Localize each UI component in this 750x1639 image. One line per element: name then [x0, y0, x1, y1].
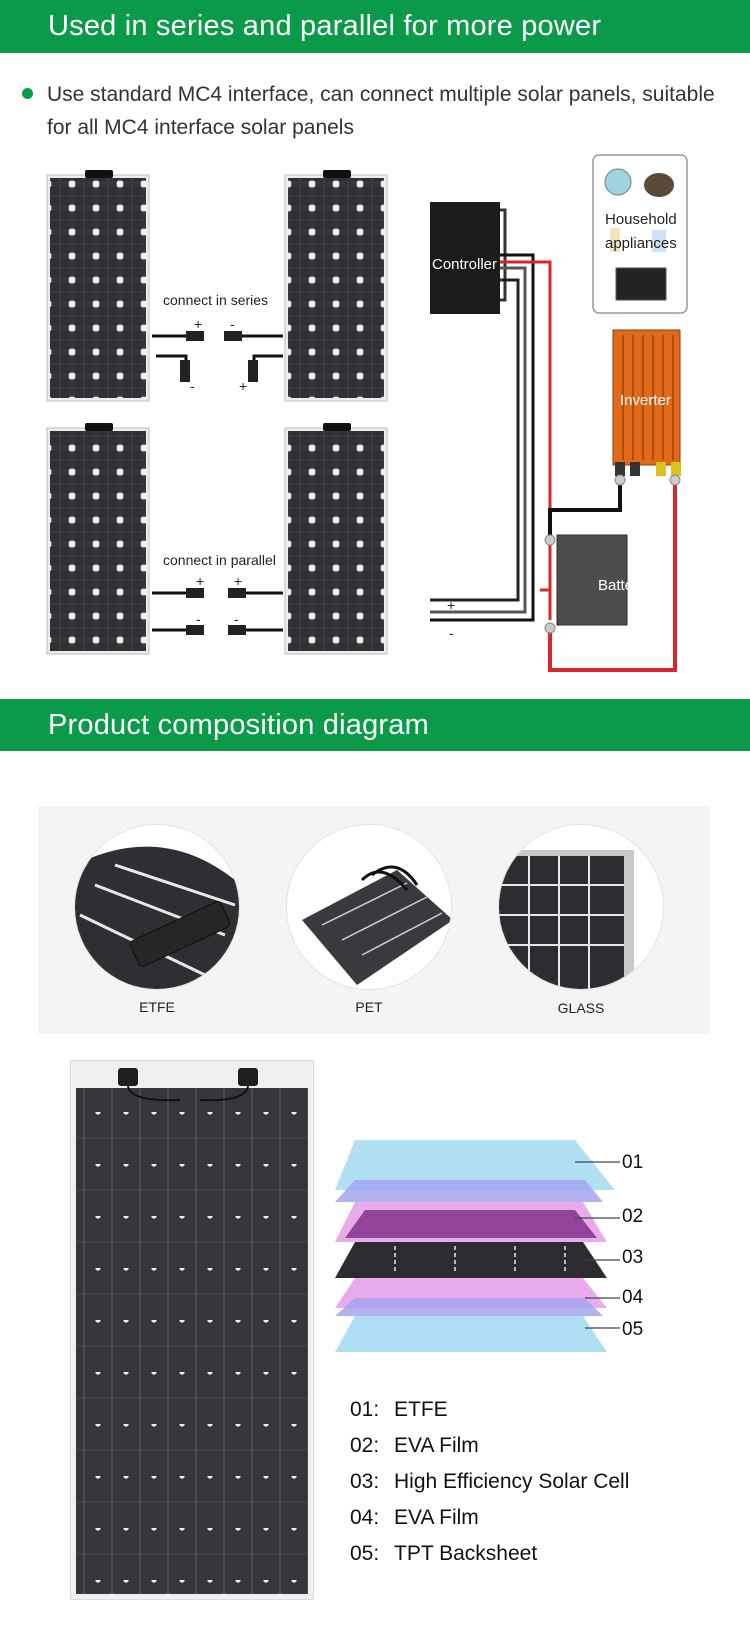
- junction-box-icon: [118, 1068, 138, 1086]
- layer-number: 01: [622, 1152, 644, 1173]
- etfe-circle-image: [74, 824, 240, 990]
- flexible-panel-image: [70, 1060, 314, 1600]
- legend-number: 04:: [350, 1506, 380, 1529]
- legend-number: 05:: [350, 1542, 380, 1565]
- solar-panel-parallel-left: [46, 423, 150, 655]
- legend-number: 02:: [350, 1434, 380, 1457]
- inverter-box: [612, 329, 681, 466]
- minus-sign: -: [196, 611, 201, 627]
- bottle-icon: [610, 228, 620, 252]
- section-banner-composition: Product composition diagram: [0, 699, 750, 751]
- etfe-caption: ETFE: [139, 999, 175, 1015]
- legend-item: 03: High Efficiency Solar Cell: [350, 1470, 629, 1494]
- inverter-label: Inverter: [620, 392, 671, 409]
- legend-number: 03:: [350, 1470, 380, 1493]
- minus-sign: -: [230, 316, 235, 332]
- legend-text: EVA Film: [394, 1434, 479, 1457]
- plus-sign: +: [239, 378, 248, 394]
- series-parallel-diagram: [46, 170, 388, 655]
- layer-tpt: [335, 1316, 607, 1352]
- phone-icon: [652, 230, 666, 252]
- legend-item: 05: TPT Backsheet: [350, 1542, 537, 1566]
- legend-item: 01: ETFE: [350, 1398, 448, 1422]
- plus-sign: +: [196, 573, 205, 589]
- pet-caption: PET: [355, 999, 383, 1015]
- pet-circle-image: [286, 824, 452, 990]
- junction-box-icon: [238, 1068, 258, 1086]
- feature-bullet-text: Use standard MC4 interface, can connect …: [47, 83, 715, 139]
- plus-sign: +: [234, 573, 243, 589]
- tv-icon: [615, 267, 667, 301]
- battery-label: Battery: [598, 577, 646, 594]
- minus-sign: -: [190, 378, 195, 394]
- minus-sign: -: [234, 611, 239, 627]
- glass-caption: GLASS: [557, 1000, 605, 1016]
- household-label-line2: appliances: [605, 235, 677, 252]
- bullet-dot-icon: [22, 88, 33, 99]
- rice-cooker-icon: [644, 173, 674, 197]
- battery-box: [556, 534, 628, 626]
- layer-number: 03: [622, 1247, 644, 1268]
- glass-circle-image: [498, 824, 664, 990]
- controller-box: [430, 202, 500, 314]
- section-banner-series-parallel: Used in series and parallel for more pow…: [0, 0, 750, 53]
- solar-panel-series-right: [284, 170, 388, 402]
- legend-item: 04: EVA Film: [350, 1506, 479, 1530]
- section-title: Product composition diagram: [48, 708, 429, 741]
- legend-text: ETFE: [394, 1398, 448, 1421]
- solar-panel-series-left: [46, 170, 150, 402]
- series-label: connect in series: [163, 292, 269, 308]
- controller-label: Controller: [432, 256, 498, 273]
- material-comparison: ETFE PET GLASS: [38, 806, 710, 1034]
- household-label-line1: Household: [605, 211, 677, 228]
- layer-number: 05: [622, 1319, 644, 1340]
- legend-text: EVA Film: [394, 1506, 479, 1529]
- plus-sign: +: [447, 597, 456, 613]
- section-title: Used in series and parallel for more pow…: [48, 10, 602, 42]
- solar-panel-parallel-right: [284, 423, 388, 655]
- fan-icon: [604, 168, 632, 196]
- layer-etfe: [335, 1140, 615, 1190]
- layer-number: 04: [622, 1287, 644, 1308]
- feature-bullet: Use standard MC4 interface, can connect …: [22, 78, 732, 144]
- parallel-label: connect in parallel: [163, 552, 276, 568]
- layer-stack-diagram: [335, 1140, 620, 1352]
- plus-sign: +: [194, 316, 203, 332]
- legend-number: 01:: [350, 1398, 380, 1421]
- legend-text: High Efficiency Solar Cell: [394, 1470, 630, 1493]
- layer-number: 02: [622, 1206, 644, 1227]
- legend-text: TPT Backsheet: [394, 1542, 538, 1565]
- legend-item: 02: EVA Film: [350, 1434, 479, 1458]
- minus-sign: -: [449, 625, 454, 641]
- layer-solar-cell: [335, 1242, 607, 1278]
- system-wiring-diagram: [430, 154, 688, 672]
